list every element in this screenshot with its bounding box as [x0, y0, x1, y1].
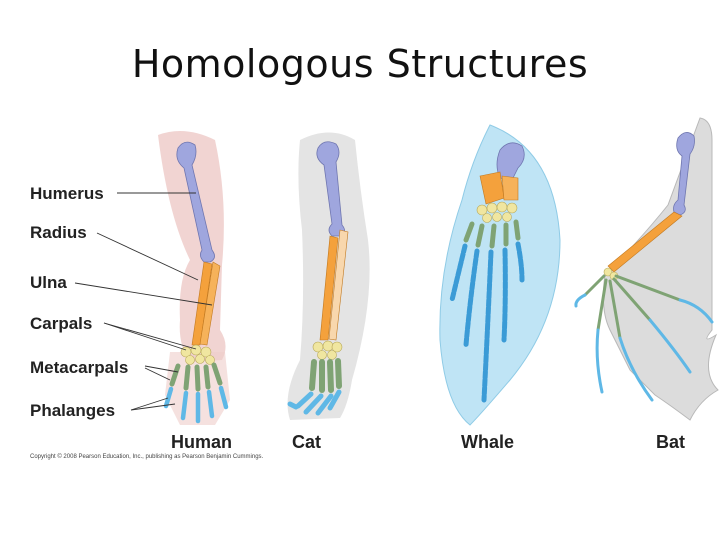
human-phalanges: [163, 385, 229, 424]
whale-phalanges: [449, 241, 525, 403]
caption-human: Human: [171, 432, 232, 452]
copyright-notice: Copyright © 2008 Pearson Education, Inc.…: [30, 453, 264, 460]
label-humerus: Humerus: [30, 184, 104, 203]
leader-metacarpals-1: [144, 365, 179, 373]
label-ulna: Ulna: [30, 273, 67, 292]
caption-cat: Cat: [292, 432, 321, 452]
whale-ulna: [501, 175, 519, 201]
page-title: Homologous Structures: [131, 42, 589, 86]
species-captions: Human Cat Whale Bat: [171, 432, 685, 452]
bat-wing-membrane: [602, 117, 719, 421]
leader-carpals-1: [103, 322, 187, 351]
whale-carpals: [476, 201, 518, 223]
bat-humerus: [673, 132, 695, 216]
cat-carpals: [312, 340, 343, 360]
whale-humerus: [496, 142, 525, 181]
caption-whale: Whale: [461, 432, 514, 452]
cat-phalanges: [287, 389, 342, 416]
label-carpals: Carpals: [30, 314, 92, 333]
cat-radius: [319, 235, 339, 341]
whale-flipper: [439, 124, 561, 426]
leader-metacarpals-2: [144, 367, 171, 381]
human-metacarpals: [169, 362, 223, 392]
cat-limb: [287, 132, 370, 420]
leader-carpals-2: [103, 322, 197, 350]
leader-phalanges-1: [130, 403, 176, 411]
bat-metacarpals: [583, 274, 682, 340]
bat-wing: [574, 117, 719, 421]
bone-labels: Humerus Radius Ulna Carpals Metacarpals …: [30, 184, 213, 420]
caption-bat: Bat: [656, 432, 685, 452]
bat-phalanges: [574, 293, 714, 402]
leader-radius: [96, 232, 199, 281]
cat-metacarpals: [309, 358, 342, 393]
label-metacarpals: Metacarpals: [30, 358, 128, 377]
leader-phalanges-2: [130, 397, 169, 411]
leader-ulna: [74, 282, 213, 306]
whale-metacarpals: [463, 219, 521, 249]
human-humerus: [176, 141, 215, 263]
whale-skin-silhouette: [439, 124, 561, 426]
label-phalanges: Phalanges: [30, 401, 115, 420]
label-radius: Radius: [30, 223, 87, 242]
human-ulna: [199, 261, 221, 346]
cat-ulna: [328, 229, 349, 341]
